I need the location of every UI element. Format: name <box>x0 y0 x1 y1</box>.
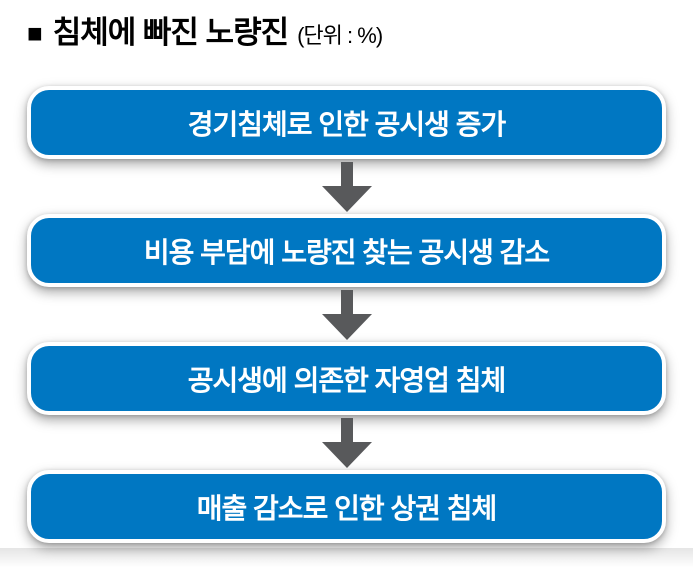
flow-step-2-label: 비용 부담에 노량진 찾는 공시생 감소 <box>143 236 550 268</box>
arrow-down-icon <box>321 289 372 340</box>
unit-label: (단위 : %) <box>297 23 383 49</box>
arrow-down-icon <box>321 417 372 468</box>
flow-step-2: 비용 부담에 노량진 찾는 공시생 감소 <box>27 214 666 287</box>
flow-step-3-label: 공시생에 의존한 자영업 침체 <box>187 364 506 396</box>
arrow-down-icon <box>321 161 372 212</box>
flow-arrow-3 <box>27 415 666 470</box>
title-bullet-square-icon: ■ <box>27 17 43 48</box>
page-title: 침체에 빠진 노량진 <box>52 15 289 50</box>
flow-step-3: 공시생에 의존한 자영업 침체 <box>27 342 666 415</box>
flow-diagram: 경기침체로 인한 공시생 증가 비용 부담에 노량진 찾는 공시생 감소 공시생… <box>27 86 666 543</box>
flow-step-1: 경기침체로 인한 공시생 증가 <box>27 86 666 159</box>
flow-step-4-label: 매출 감소로 인한 상권 침체 <box>196 492 497 524</box>
header: ■ 침체에 빠진 노량진 (단위 : %) <box>27 14 683 51</box>
flow-step-4: 매출 감소로 인한 상권 침체 <box>27 470 666 543</box>
flow-step-1-label: 경기침체로 인한 공시생 증가 <box>187 108 506 140</box>
bottom-shadow <box>0 548 693 574</box>
flow-arrow-2 <box>27 287 666 342</box>
flow-arrow-1 <box>27 159 666 214</box>
